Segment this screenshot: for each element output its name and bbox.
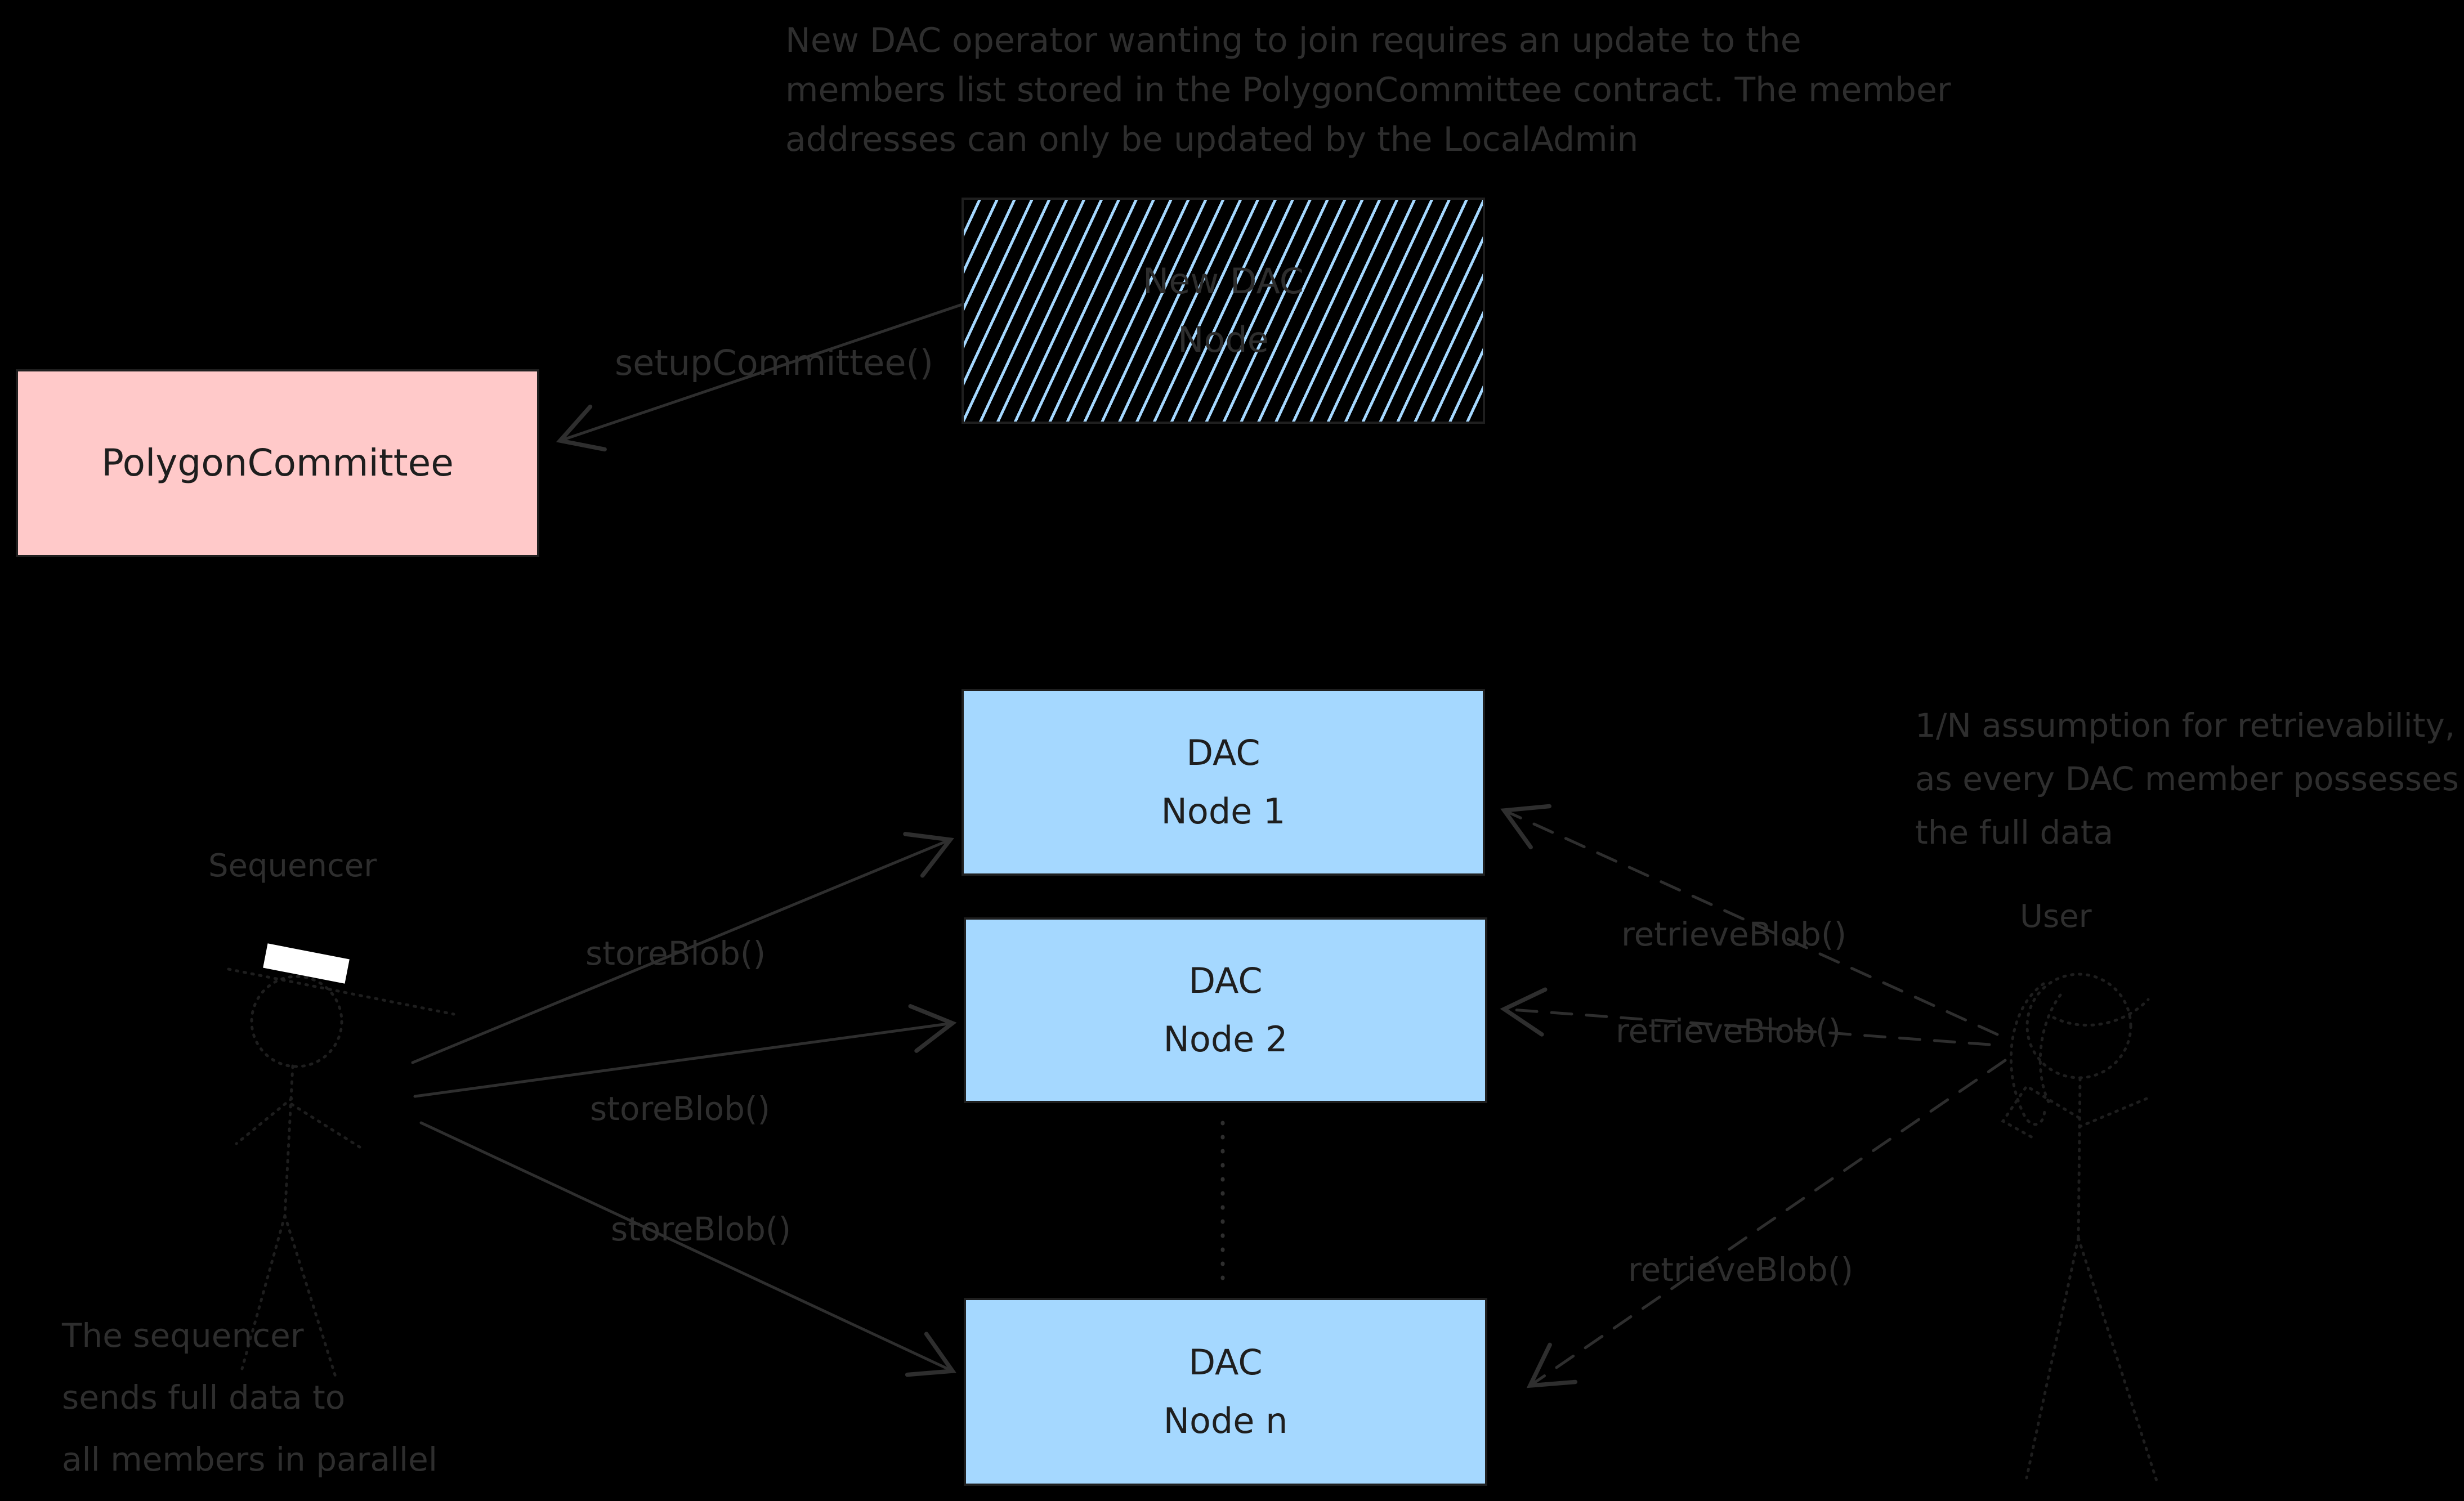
edge-setup-committee-arrow: [556, 302, 965, 452]
user-leg-left: [2025, 1236, 2080, 1480]
box-dac-node-1-line1: DAC: [1186, 732, 1260, 773]
sequencer-head: [250, 975, 343, 1068]
sequencer-arm-left: [235, 1097, 293, 1145]
edge-label-store-blob-1: storeBlob(): [585, 934, 766, 973]
box-dac-node-1: DAC Node 1: [962, 689, 1485, 876]
edge-label-retrieve-blob-1: retrieveBlob(): [1621, 915, 1847, 953]
edge-label-store-blob-2: storeBlob(): [590, 1090, 771, 1128]
sequencer-leg-left: [240, 1214, 287, 1370]
edge-label-setup-committee: setupCommittee(): [615, 342, 933, 383]
user-ponytail: [2009, 982, 2046, 1126]
box-polygon-committee: PolygonCommittee: [16, 369, 539, 557]
user-arm-right: [2078, 1096, 2151, 1128]
user-ponytail-inner: [2038, 993, 2062, 1105]
user-figure: [2001, 973, 2159, 1484]
box-dac-node-n: DAC Node n: [964, 1298, 1487, 1486]
sequencer-body: [283, 1064, 294, 1217]
note-parallel-send: The sequencer sends full data to all mem…: [62, 1305, 437, 1490]
sequencer-laptop-screen: [263, 943, 350, 984]
note-line: the full data: [1915, 813, 2114, 852]
note-line: 1/N assumption for retrievability,: [1915, 706, 2456, 745]
note-line: addresses can only be updated by the Loc…: [785, 120, 1639, 159]
note-new-dac-operator: New DAC operator wanting to join require…: [785, 16, 1951, 164]
edge-retrieve-blob-noden-arrow: [1526, 1059, 2007, 1388]
edge-label-retrieve-blob-3: retrieveBlob(): [1628, 1251, 1854, 1289]
edge-retrieve-blob-node1-arrow: [1500, 804, 1999, 1036]
edge-store-blob-noden-arrow: [419, 1121, 956, 1377]
note-line: The sequencer: [62, 1316, 304, 1355]
box-new-dac-node-line1: New DAC: [1142, 261, 1304, 302]
box-new-dac-node-line2: Node: [1178, 319, 1269, 360]
note-line: all members in parallel: [62, 1440, 437, 1478]
note-retrievability: 1/N assumption for retrievability, as ev…: [1915, 699, 2459, 859]
edge-label-store-blob-3: storeBlob(): [611, 1210, 791, 1248]
sequencer-leg-right: [283, 1214, 337, 1378]
box-dac-node-2: DAC Node 2: [964, 917, 1487, 1103]
sequencer-figure: [227, 967, 455, 1378]
note-line: as every DAC member possesses: [1915, 760, 2459, 798]
sequencer-desk-line: [227, 967, 455, 1016]
note-line: members list stored in the PolygonCommit…: [785, 70, 1951, 110]
box-new-dac-node: New DAC Node: [962, 198, 1485, 424]
box-dac-node-n-line1: DAC: [1188, 1342, 1263, 1383]
note-line: New DAC operator wanting to join require…: [785, 21, 1801, 60]
box-polygon-committee-label: PolygonCommittee: [101, 441, 454, 485]
note-line: sends full data to: [62, 1378, 346, 1417]
edge-store-blob-node1-arrow: [411, 832, 954, 1064]
user-hair-fringe: [2052, 998, 2150, 1027]
sequencer-arm-right: [290, 1103, 363, 1150]
user-body: [2077, 1077, 2082, 1240]
box-dac-node-2-line1: DAC: [1188, 960, 1263, 1001]
edge-label-retrieve-blob-2: retrieveBlob(): [1616, 1012, 1841, 1050]
box-dac-node-2-line2: Node 2: [1163, 1019, 1288, 1060]
edge-store-blob-node2-arrow: [413, 1004, 957, 1098]
user-head: [2025, 973, 2132, 1079]
sequencer-label: Sequencer: [208, 848, 377, 884]
user-arm-left: [2001, 1084, 2081, 1140]
edge-retrieve-blob-node2-arrow: [1500, 987, 1991, 1046]
user-label: User: [2020, 898, 2092, 935]
box-dac-node-n-line2: Node n: [1163, 1400, 1288, 1441]
box-dac-node-1-line2: Node 1: [1161, 791, 1286, 832]
user-leg-right: [2077, 1236, 2159, 1484]
